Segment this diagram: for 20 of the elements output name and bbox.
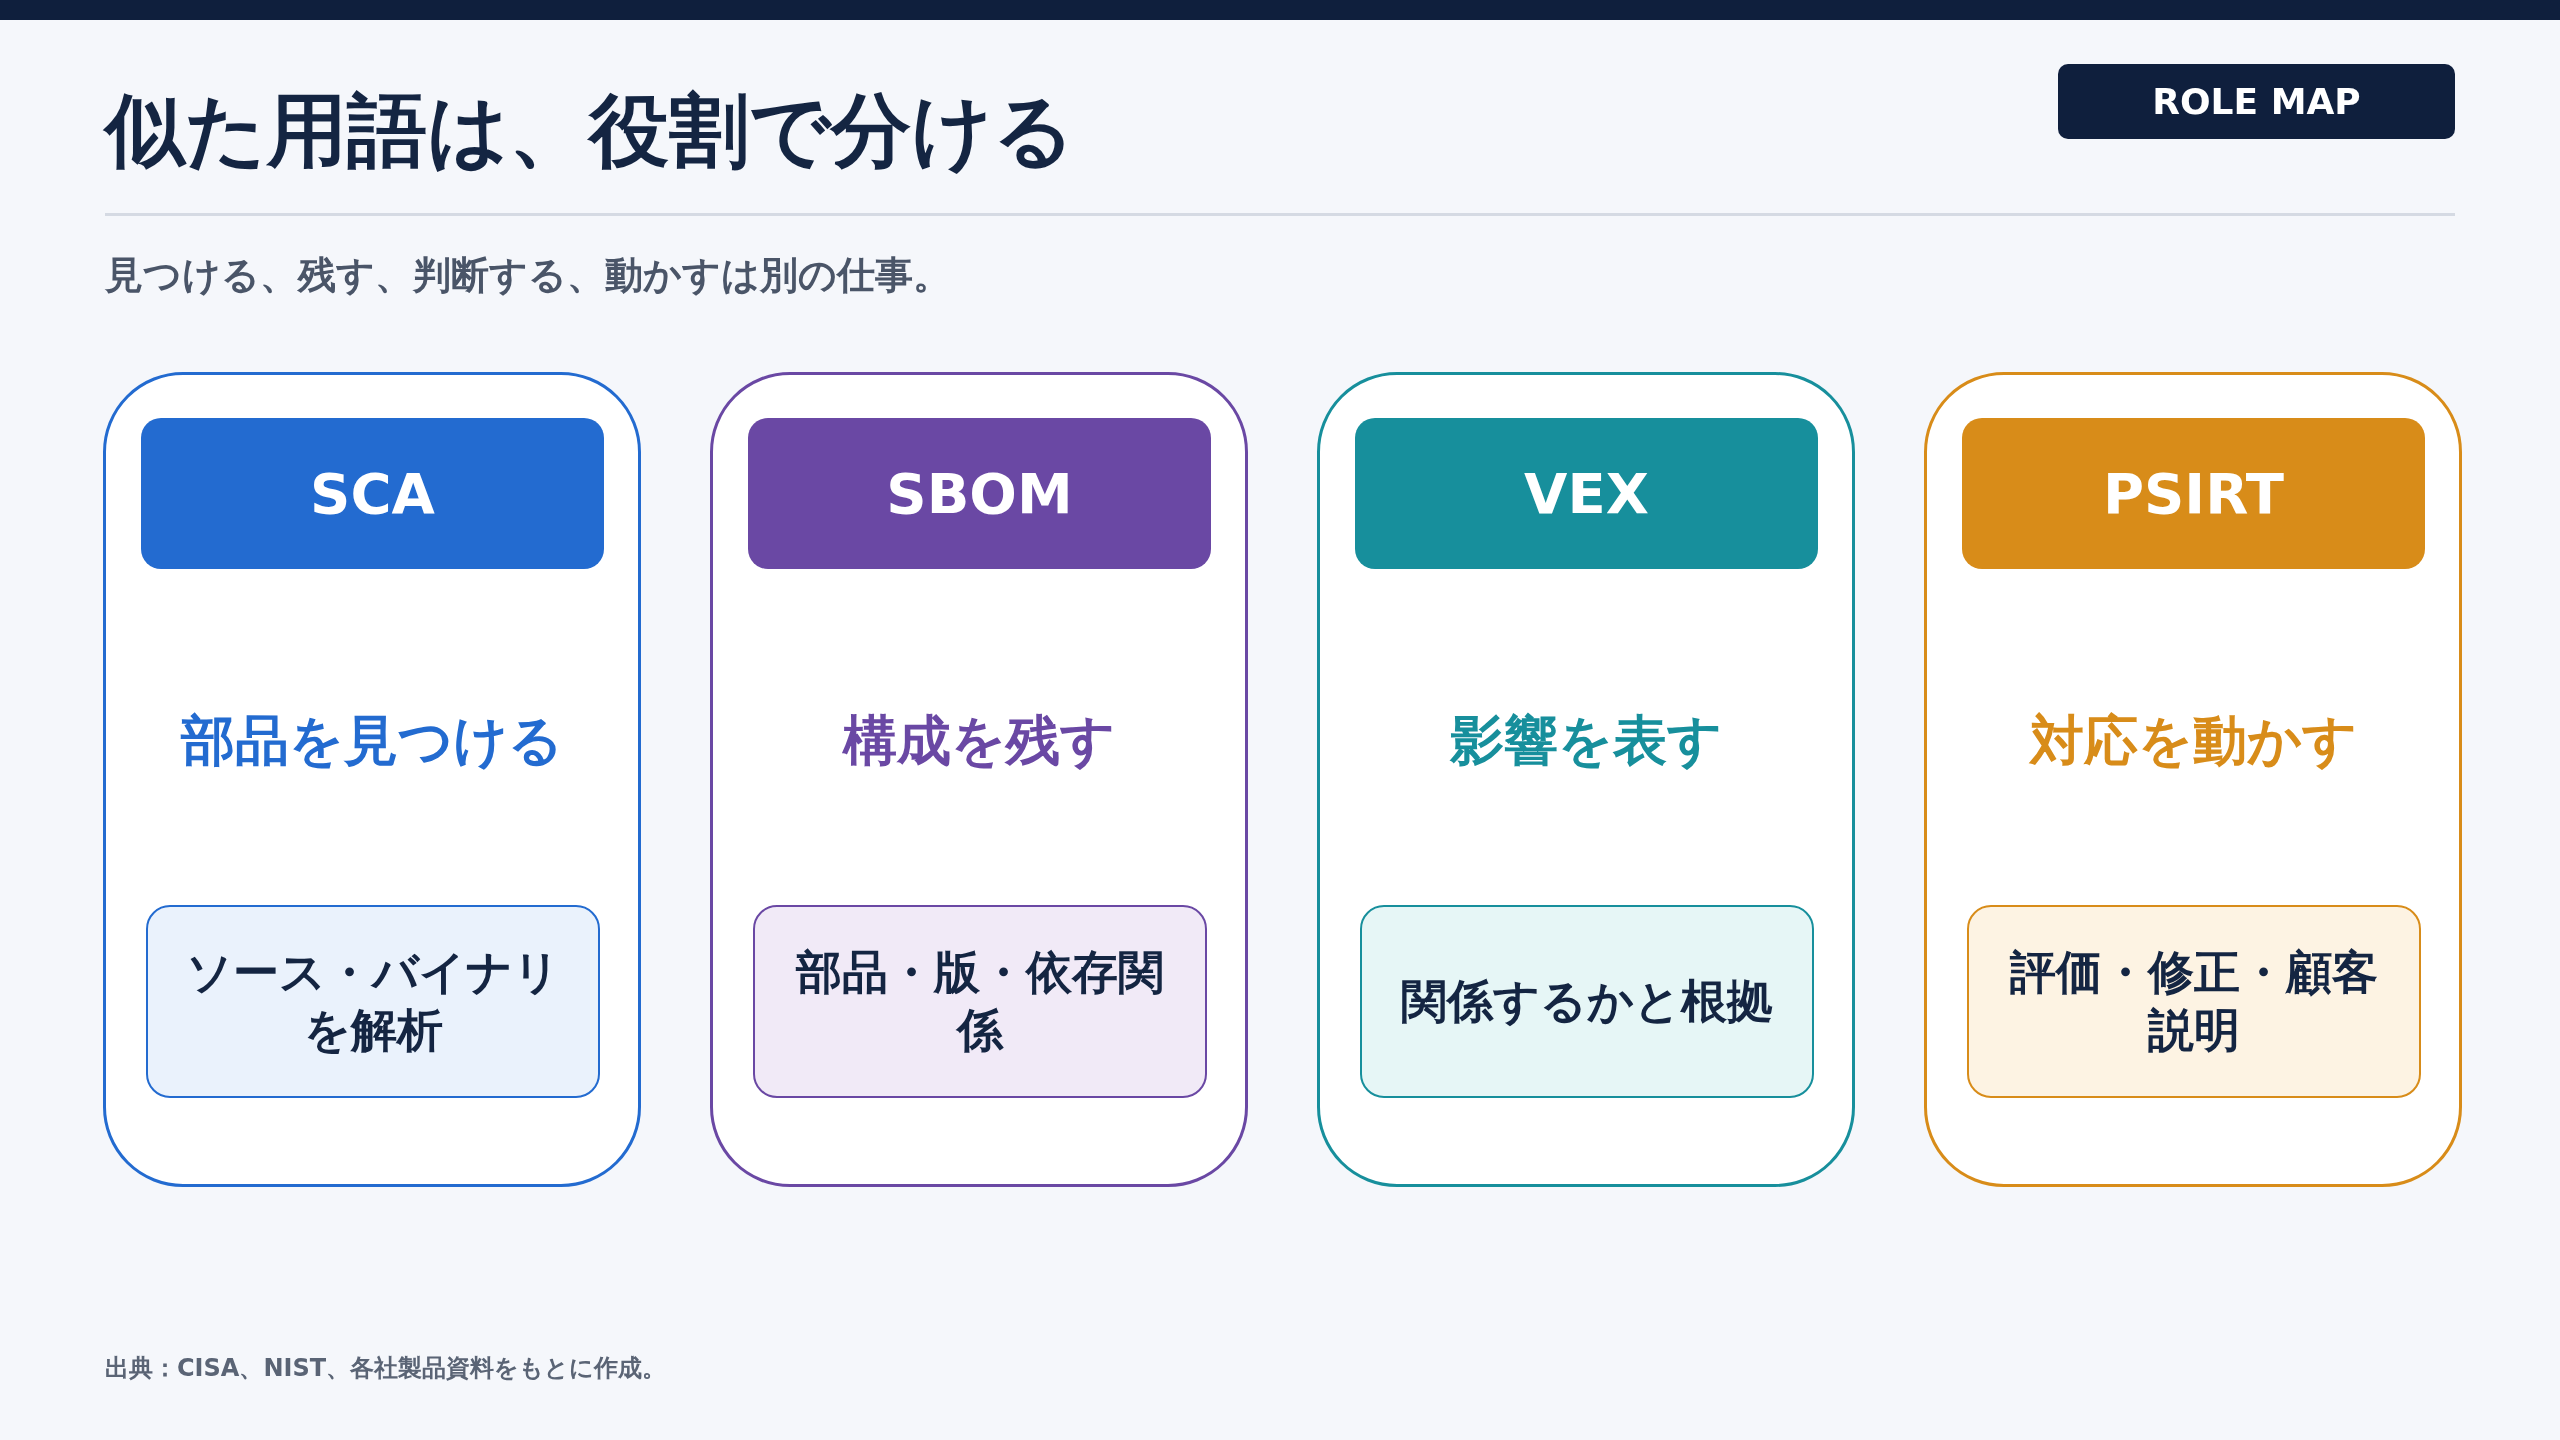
role-text: 構成を残す bbox=[841, 708, 1116, 774]
term-header: SCA bbox=[141, 418, 604, 569]
detail-box: ソース・バイナリを解析 bbox=[146, 905, 600, 1098]
card bbox=[710, 372, 1248, 1187]
title: 似た用語は、役割で分ける bbox=[105, 83, 1075, 179]
term-header: PSIRT bbox=[1962, 418, 2425, 569]
card bbox=[1924, 372, 2462, 1187]
badge: ROLE MAP bbox=[2058, 64, 2455, 139]
card bbox=[1317, 372, 1855, 1187]
card bbox=[103, 372, 641, 1187]
detail-box: 部品・版・依存関係 bbox=[753, 905, 1207, 1098]
role-text: 影響を表す bbox=[1449, 708, 1723, 774]
role-text: 部品を見つける bbox=[179, 708, 564, 774]
term-header: SBOM bbox=[748, 418, 1211, 569]
term-header: VEX bbox=[1355, 418, 1818, 569]
detail-box: 関係するかと根拠 bbox=[1360, 905, 1814, 1098]
role-text: 対応を動かす bbox=[2028, 708, 2358, 774]
subtitle: 見つける、残す、判断する、動かすは別の仕事。 bbox=[105, 252, 951, 299]
source-note: 出典：CISA、NIST、各社製品資料をもとに作成。 bbox=[105, 1353, 667, 1384]
detail-box: 評価・修正・顧客説明 bbox=[1967, 905, 2421, 1098]
